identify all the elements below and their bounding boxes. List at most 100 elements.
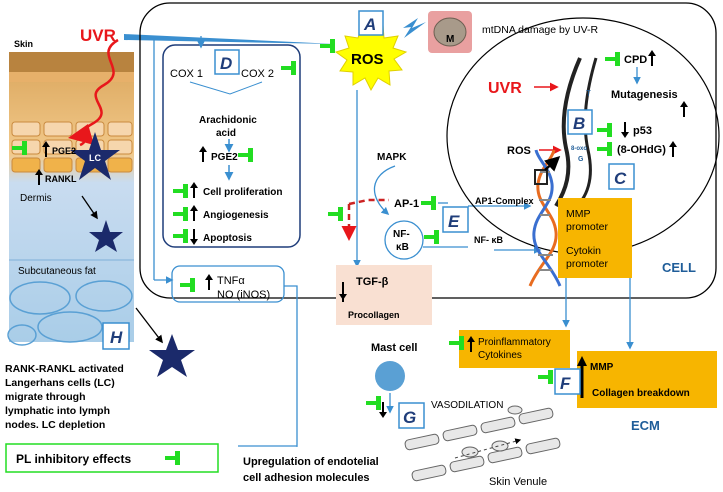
tnf-label: TNFα: [217, 275, 245, 287]
cell-proliferation-label: Cell proliferation: [203, 187, 282, 198]
uvr-beam: [124, 34, 336, 44]
p53-down-icon: [620, 121, 630, 139]
mmp-inhibit-icon: [538, 370, 553, 384]
panel-h-box: [102, 322, 130, 350]
mmp-promoter-line1: MMP: [566, 208, 591, 220]
cox-panel: [162, 44, 301, 248]
p53-inhibit-icon: [597, 123, 612, 137]
mapk-label: MAPK: [377, 152, 407, 163]
mapk-curve-arrow: [373, 165, 396, 216]
skin-pge2: PGE2: [52, 146, 76, 156]
skin-panel: Skin LC PGE2 RANKL Dermis Subcutaneous f…: [5, 38, 195, 431]
mito-m-label: M: [446, 34, 454, 45]
angio-up-icon: [189, 204, 199, 222]
ap1-complex-label: AP1-Complex: [475, 196, 534, 206]
nucleus-ros-label: ROS: [507, 145, 531, 157]
skin-rankl: RANKL: [45, 174, 77, 184]
arachidonic-line1: Arachidonic: [199, 115, 257, 126]
upregulation-line1: Upregulation of endotelial: [243, 456, 379, 468]
cox-merge-lines: [189, 81, 263, 95]
nfkb-circle: [384, 220, 424, 260]
lightning-icon: [403, 18, 426, 38]
guanine-label: G: [578, 156, 584, 163]
tnf-to-upregulation-line: [238, 285, 298, 447]
apoptosis-label: Apoptosis: [203, 233, 252, 244]
cpd-up-icon: [647, 49, 657, 67]
tnf-inhibit-icon: [180, 278, 195, 292]
panel-g-letter: G: [403, 408, 416, 427]
nfkb-short-label: NF- κB: [474, 235, 504, 245]
panel-c-letter: C: [614, 169, 627, 188]
tgf-label: TGF-β: [356, 276, 389, 288]
mast-cell-label: Mast cell: [371, 342, 417, 354]
mast-inhibit-icon: [366, 396, 381, 410]
lc-star: [70, 132, 120, 180]
prolif-inhibit-icon: [173, 184, 188, 198]
cpd-inhibit-icon: [605, 52, 620, 66]
ap1-label: AP-1: [394, 198, 419, 210]
stratum-corneum: [9, 52, 134, 72]
panel-a-letter: A: [363, 15, 376, 34]
upregulation-line2: cell adhesion molecules: [243, 472, 370, 484]
tgf-box: [336, 265, 432, 325]
apoptosis-down-icon: [189, 228, 199, 246]
panel-h-letter: H: [110, 328, 123, 347]
skin-venule-label: Skin Venule: [489, 476, 547, 488]
cell-label: CELL: [662, 260, 696, 275]
dermis-label: Dermis: [20, 193, 52, 204]
svg-text:Langerhans cells (LC): Langerhans cells (LC): [5, 377, 115, 389]
panel-f-box: [554, 368, 581, 395]
svg-text:nodes. LC depletion: nodes. LC depletion: [5, 419, 105, 431]
ohdg-label: (8-OHdG): [617, 144, 666, 156]
lesion-box: [534, 169, 548, 185]
promoter-box: [558, 198, 632, 278]
ecm-label: ECM: [631, 418, 660, 433]
panel-f-letter: F: [560, 374, 571, 393]
mtdna-text: mtDNA damage by UV-R: [482, 24, 599, 36]
pge2-label: PGE2: [211, 152, 238, 163]
cpd-label: CPD: [624, 54, 647, 66]
cytokin-promoter-line2: promoter: [566, 258, 609, 270]
red-dashed-h: [348, 198, 389, 206]
ohdg-up-icon: [668, 140, 678, 158]
mmp-promoter-line2: promoter: [566, 221, 609, 233]
svg-text:lymphatic into lymph: lymphatic into lymph: [5, 405, 110, 417]
mapk-inhibit-icon: [328, 207, 343, 221]
mutagenesis-up-icon: [679, 100, 689, 118]
pge2-inhibit-icon: [238, 148, 253, 162]
cytokines-box: [459, 330, 570, 368]
svg-text:migrate through: migrate through: [5, 391, 86, 403]
tnf-panel: [171, 265, 285, 303]
skin-label: Skin: [14, 39, 33, 49]
mmp-label: MMP: [590, 362, 614, 373]
dna-strand-a: [554, 57, 582, 208]
uvr-main-label: UVR: [80, 26, 116, 45]
panel-a-box: [358, 10, 384, 36]
pge2-up-icon: [198, 145, 208, 163]
no-label: NO (iNOS): [217, 289, 270, 301]
panel-b-letter: B: [573, 114, 585, 133]
svg-text:RANK-RANKL activated: RANK-RANKL activated: [5, 363, 124, 375]
skin-layers: [9, 52, 134, 342]
collagen-breakdown-label: Collagen breakdown: [592, 388, 690, 399]
thymine-label: T: [586, 89, 591, 98]
cox1-label: COX 1: [170, 68, 203, 80]
legend-text: PL inhibitory effects: [16, 452, 131, 466]
panel-c-box: [608, 163, 635, 190]
mmp-box: [577, 351, 717, 408]
procollagen-label: Procollagen: [348, 310, 400, 320]
panel-b-box: [567, 109, 593, 135]
mutagenesis-label: Mutagenesis: [611, 89, 678, 101]
ap1-inhibit-icon: [421, 196, 436, 210]
nfkb-inhibit-icon: [424, 230, 439, 244]
ros-burst: [334, 20, 408, 92]
venule-flow-arrow: [454, 438, 522, 459]
ros-label: ROS: [351, 51, 384, 68]
panel-e-box: [442, 206, 469, 233]
panel-d-letter: D: [220, 54, 232, 73]
fat-cells: [7, 280, 133, 346]
apoptosis-inhibit-icon: [173, 229, 188, 243]
uv-arrowhead: [68, 124, 94, 145]
dna-strand-b: [580, 57, 598, 201]
